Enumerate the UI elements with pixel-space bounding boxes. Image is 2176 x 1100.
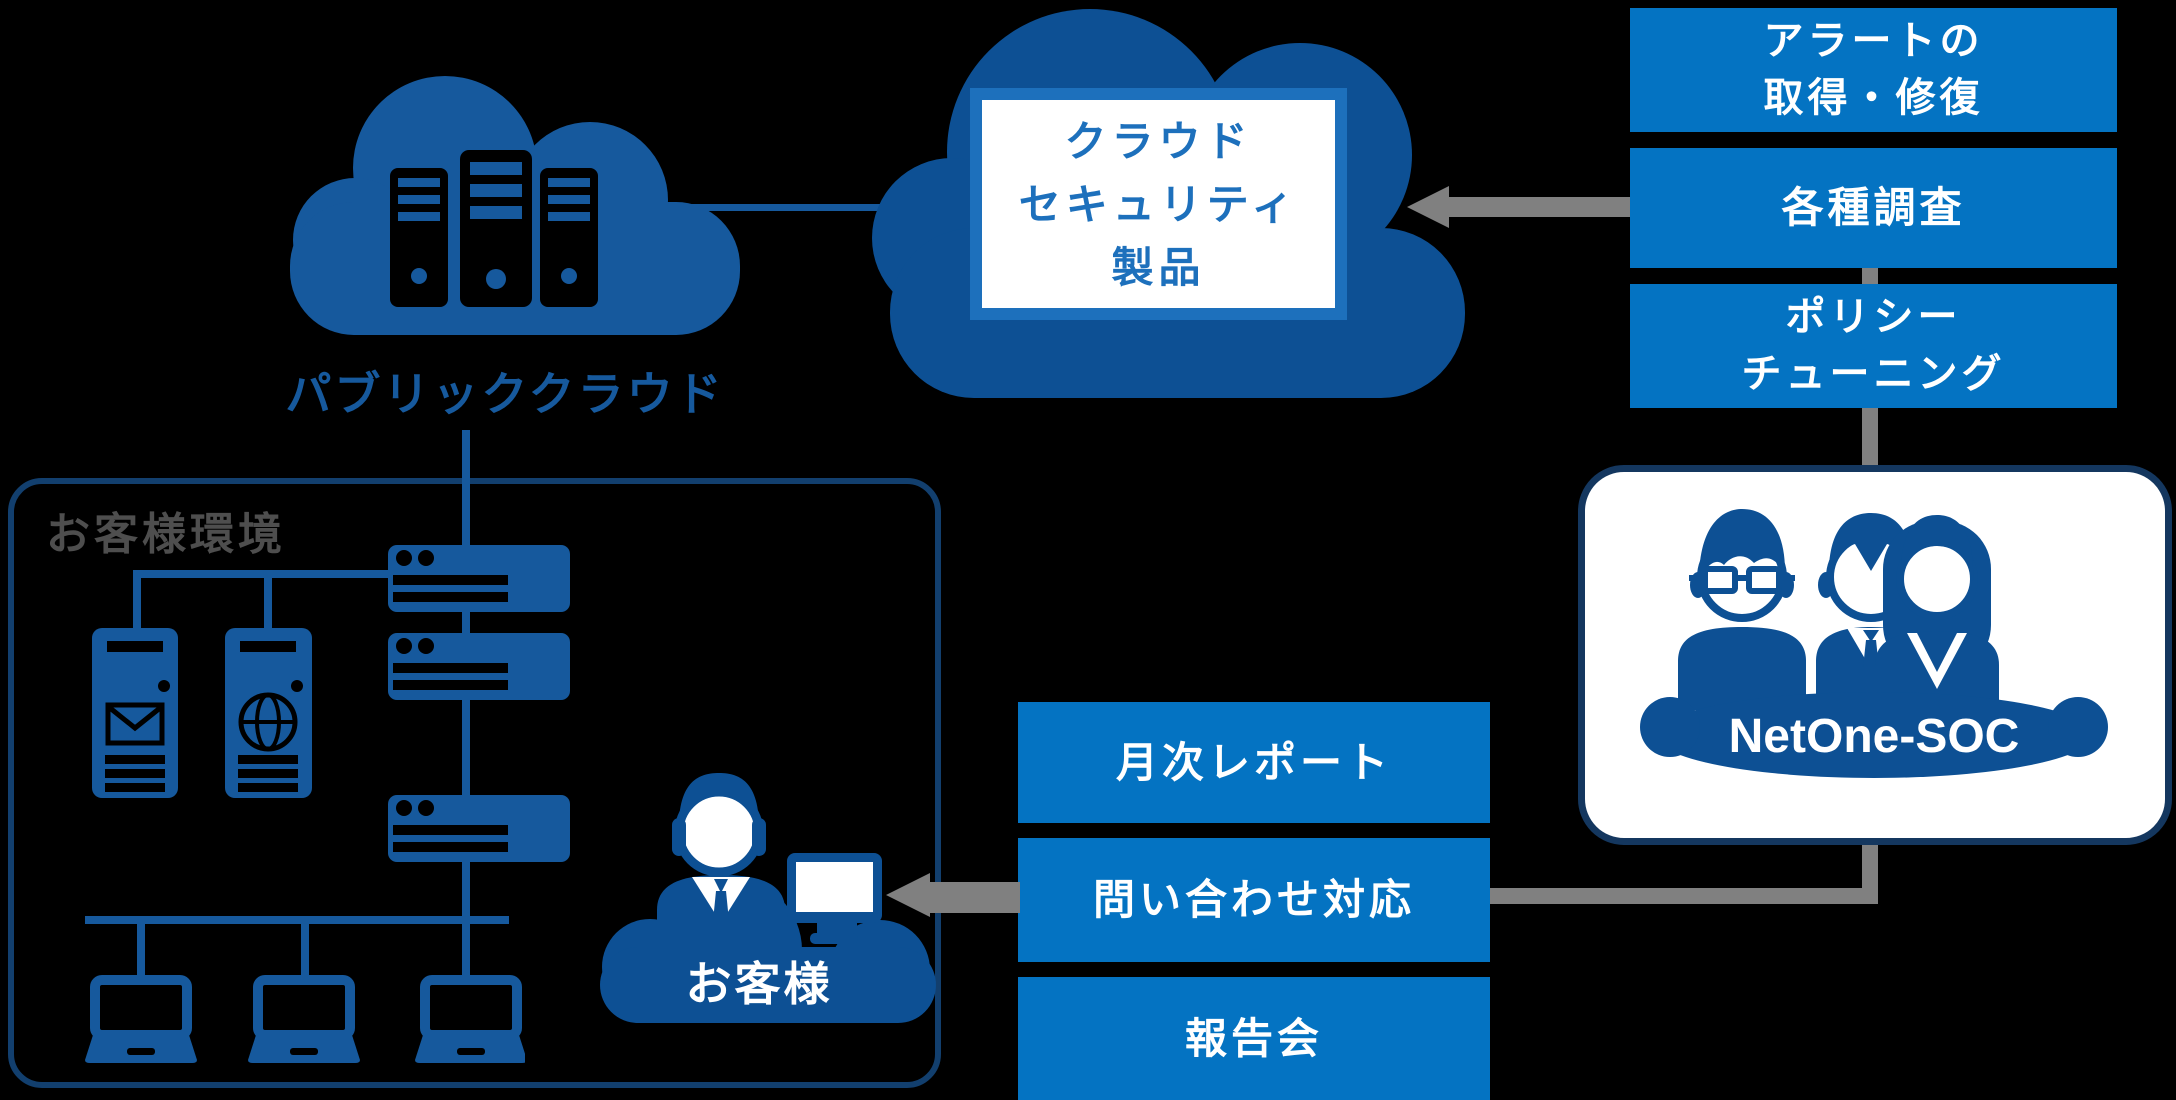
- cloud-security-product-box: クラウド セキュリティ 製品: [970, 88, 1347, 320]
- service-box-monthly-report: 月次レポート: [1018, 702, 1490, 823]
- arrow-left-icon: [1404, 186, 1449, 228]
- laptop-icon: [415, 975, 525, 1063]
- box-label-line: チューニング: [1741, 352, 2006, 396]
- box-label-line: 月次レポート: [1115, 738, 1392, 786]
- server-tower-icon: [460, 150, 532, 307]
- box-label-line: 各種調査: [1781, 184, 1966, 232]
- box-label-line: アラートの: [1763, 19, 1984, 64]
- public-cloud-label: パブリッククラウド: [285, 368, 725, 420]
- server-tower-icon: [540, 168, 598, 307]
- policy-to-soc-connector: [1862, 406, 1878, 468]
- rack-device-icon: [388, 795, 570, 862]
- public-cloud-icon: [290, 76, 740, 335]
- soc-cloud-base: [1640, 692, 2108, 778]
- customer-label: お客様: [686, 958, 833, 1010]
- laptop-icon: [85, 975, 197, 1063]
- customer-icon: お客様: [600, 773, 936, 1023]
- server-tower-icon: [390, 168, 448, 307]
- mail-server-icon: [92, 628, 178, 798]
- rack-device-icon: [388, 545, 570, 612]
- soc-to-cloud-connector: [1444, 197, 1630, 217]
- operator-icon: [657, 773, 785, 950]
- soc-action-box-investigation: 各種調査: [1630, 148, 2117, 268]
- service-box-briefing: 報告会: [1018, 977, 1490, 1100]
- customer-environment-label: お客様環境: [46, 510, 286, 559]
- arrow-left-icon: [883, 873, 930, 917]
- cloud-link-line: [690, 204, 905, 211]
- server-towers-icon: [92, 628, 312, 798]
- monitor-icon: [787, 853, 882, 944]
- product-name-line: クラウド: [1064, 117, 1253, 165]
- laptop2-drop-line: [301, 916, 309, 978]
- web-server-icon: [225, 628, 312, 798]
- soc-team-icon: NetOne-SOC: [1640, 509, 2108, 778]
- network-racks-icon: [388, 545, 570, 862]
- box-label-line: ポリシー: [1785, 295, 1962, 340]
- inquiry-arrow-shaft: [927, 882, 1020, 913]
- mail-server-drop-line: [133, 570, 141, 630]
- product-name-line: 製品: [1111, 243, 1206, 291]
- product-name-line: セキュリティ: [1018, 180, 1299, 228]
- laptop1-drop-line: [137, 916, 145, 978]
- trunk-line: [462, 430, 470, 982]
- soc-action-box-alert: アラートの 取得・修復: [1630, 8, 2117, 132]
- box-label-line: 取得・修復: [1763, 76, 1984, 120]
- web-server-drop-line: [264, 570, 272, 630]
- lan-bus-line: [85, 916, 509, 924]
- rack-device-icon: [388, 633, 570, 700]
- server-branch-line: [133, 570, 390, 578]
- laptop-icon: [248, 975, 360, 1063]
- soc-label: NetOne-SOC: [1729, 710, 2020, 763]
- soc-action-box-policy: ポリシー チューニング: [1630, 284, 2117, 408]
- service-box-inquiry: 問い合わせ対応: [1018, 838, 1490, 962]
- laptops-icon: [85, 975, 525, 1063]
- customer-environment-box: [8, 478, 941, 1088]
- box-gap-connector: [1862, 266, 1878, 288]
- box-label-line: 問い合わせ対応: [1092, 876, 1415, 924]
- box-label-line: 報告会: [1184, 1014, 1323, 1062]
- analyst-woman-icon: [1875, 515, 1999, 713]
- analyst-glasses-icon: [1678, 509, 1806, 710]
